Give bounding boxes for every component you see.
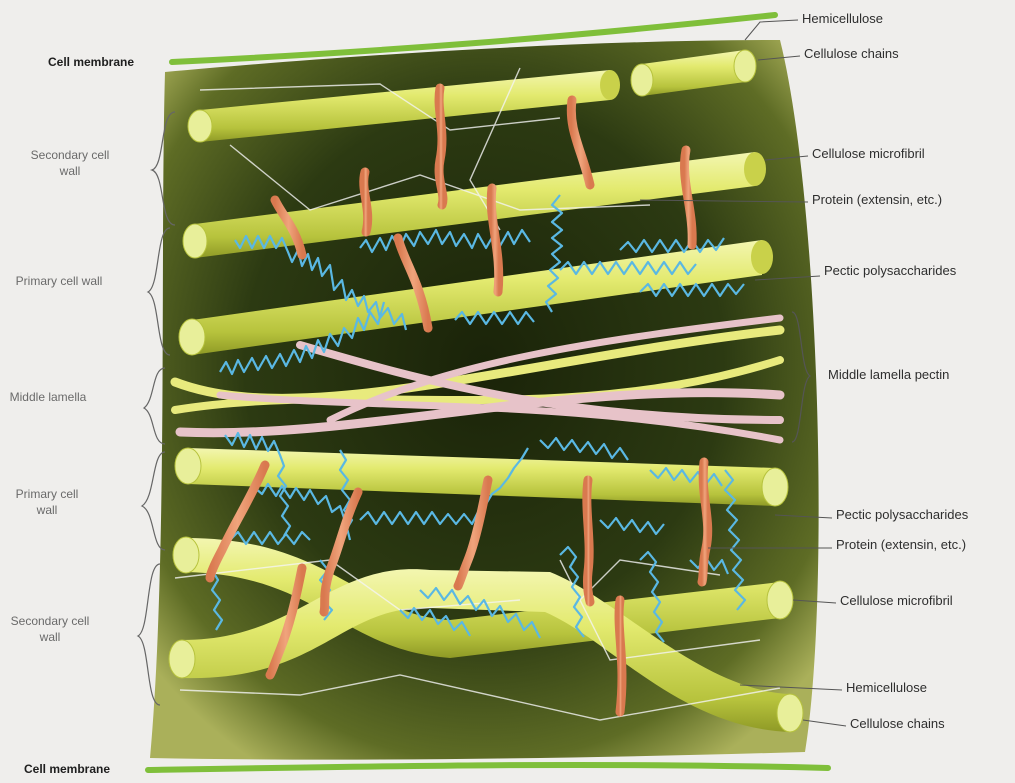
middle-lamella-label: Middle lamella <box>8 390 88 406</box>
cellulose-chains-top-label: Cellulose chains <box>804 47 899 62</box>
middle-lamella-pectin-label: Middle lamella pectin <box>828 368 949 383</box>
cellulose-microfibril-top-label: Cellulose microfibril <box>812 147 925 162</box>
protein-bottom-label: Protein (extensin, etc.) <box>836 538 966 553</box>
cellulose-microfibril-bottom-label: Cellulose microfibril <box>840 594 953 609</box>
pectic-top-label: Pectic polysaccharides <box>824 264 956 279</box>
primary-wall-top-label: Primary cell wall <box>14 274 104 290</box>
secondary-wall-bottom-label: Secondary cell wall <box>0 614 100 645</box>
bottom-cell-membrane-label: Cell membrane <box>24 763 110 777</box>
cellulose-chains-bottom-label: Cellulose chains <box>850 717 945 732</box>
top-cell-membrane-label: Cell membrane <box>48 56 134 70</box>
secondary-wall-top-label: Secondary cell wall <box>20 148 120 179</box>
hemicellulose-bottom-label: Hemicellulose <box>846 681 927 696</box>
hemicellulose-top-label: Hemicellulose <box>802 12 883 27</box>
primary-wall-bottom-label: Primary cell wall <box>4 487 90 518</box>
protein-top-label: Protein (extensin, etc.) <box>812 193 942 208</box>
pectic-bottom-label: Pectic polysaccharides <box>836 508 968 523</box>
bottom-cell-membrane <box>148 765 828 770</box>
